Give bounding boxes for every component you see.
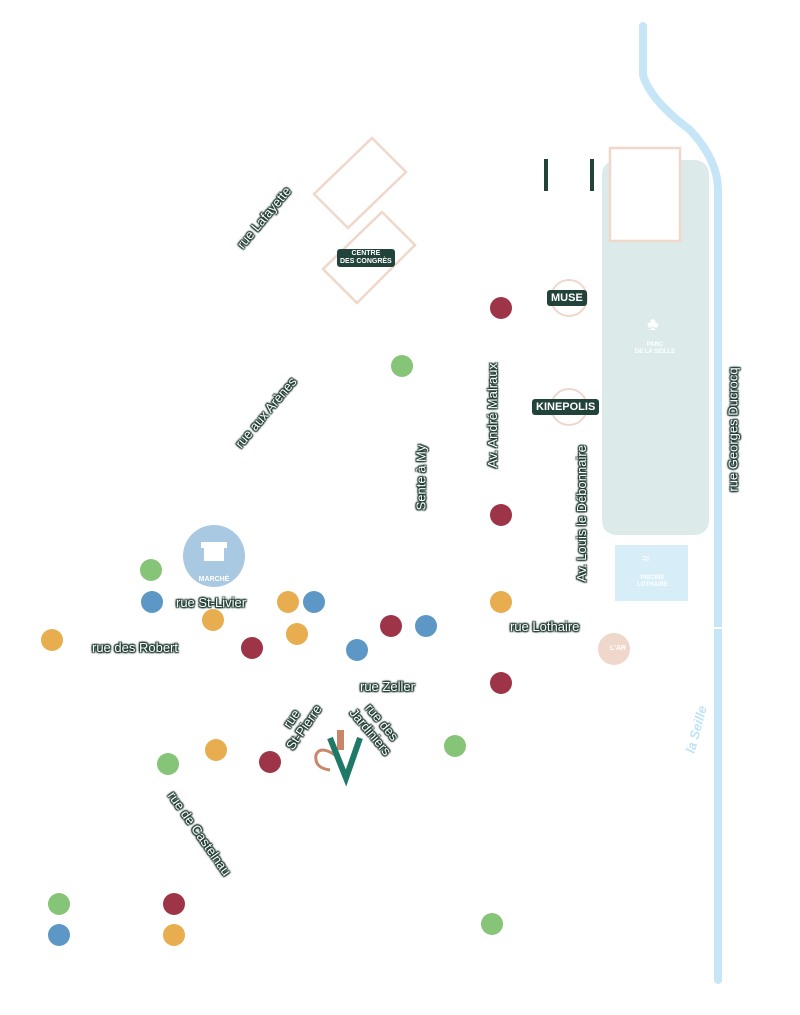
poi-dot-red[interactable] <box>490 297 512 319</box>
congres-label[interactable]: CENTRE DES CONGRÈS <box>337 249 395 267</box>
piscine-area <box>615 545 688 601</box>
poi-dot-green[interactable] <box>140 559 162 581</box>
poi-dot-orange[interactable] <box>286 623 308 645</box>
poi-dot-orange[interactable] <box>41 629 63 651</box>
poi-dot-orange[interactable] <box>205 739 227 761</box>
poi-dots[interactable] <box>41 297 512 946</box>
park-tree-icon: ♣ <box>647 314 659 334</box>
map-marker-bar-right <box>590 159 594 191</box>
street-sente: Sente à My <box>413 444 429 511</box>
logo-icon <box>314 730 363 787</box>
building-outline <box>608 146 682 243</box>
muse-label[interactable]: MUSE <box>547 290 587 306</box>
poi-dot-green[interactable] <box>48 893 70 915</box>
river-seille <box>639 22 722 984</box>
park-area <box>602 160 709 535</box>
market-icon <box>204 547 224 561</box>
piscine-label-line1: PISCINE <box>640 575 665 581</box>
market-icon-roof <box>201 542 227 548</box>
poi-dot-blue[interactable] <box>48 924 70 946</box>
cut-poi-label: L'AR <box>610 645 627 652</box>
poi-dot-orange[interactable] <box>163 924 185 946</box>
poi-dot-blue[interactable] <box>141 591 163 613</box>
poi-dot-orange[interactable] <box>490 591 512 613</box>
building-congres-1 <box>312 136 408 230</box>
poi-dot-red[interactable] <box>490 672 512 694</box>
poi-dot-red[interactable] <box>490 504 512 526</box>
poi-dot-green[interactable] <box>481 913 503 935</box>
marche-label: MARCHÉ <box>198 576 230 583</box>
map-marker-bar-left <box>544 159 548 191</box>
poi-dot-blue[interactable] <box>415 615 437 637</box>
swimming-icon: ≈ <box>642 550 650 566</box>
poi-dot-orange[interactable] <box>202 609 224 631</box>
poi-dot-orange[interactable] <box>277 591 299 613</box>
poi-dot-red[interactable] <box>241 637 263 659</box>
poi-dot-green[interactable] <box>391 355 413 377</box>
piscine-label-line2: LOTHAIRE <box>637 582 668 588</box>
piscine-label: PISCINE LOTHAIRE <box>625 575 680 589</box>
street-malraux: Av. André Malraux <box>485 362 501 469</box>
congres-label-line1: CENTRE <box>351 250 381 257</box>
park-label: PARC DE LA SEILLE <box>630 342 680 356</box>
kinepolis-label[interactable]: KINEPOLIS <box>532 399 600 415</box>
street-st-livier: rue St-Livier <box>176 595 247 610</box>
poi-dot-green[interactable] <box>157 753 179 775</box>
poi-dot-blue[interactable] <box>346 639 368 661</box>
park-label-line2: DE LA SEILLE <box>634 349 676 355</box>
poi-dot-red[interactable] <box>380 615 402 637</box>
poi-dot-red[interactable] <box>259 751 281 773</box>
street-robert: rue des Robert <box>92 640 178 655</box>
poi-dot-green[interactable] <box>444 735 466 757</box>
street-ducrocq: rue Georges Ducrocq <box>725 367 741 492</box>
park-label-line1: PARC <box>646 342 664 348</box>
street-zeller: rue Zeller <box>360 679 415 694</box>
street-lothaire: rue Lothaire <box>510 619 580 634</box>
poi-cut-circle[interactable] <box>598 633 630 665</box>
poi-dot-blue[interactable] <box>303 591 325 613</box>
street-debonnaire: Av. Louis le Débonnaire <box>573 445 589 582</box>
congres-label-line2: DES CONGRÈS <box>340 258 392 265</box>
poi-dot-red[interactable] <box>163 893 185 915</box>
